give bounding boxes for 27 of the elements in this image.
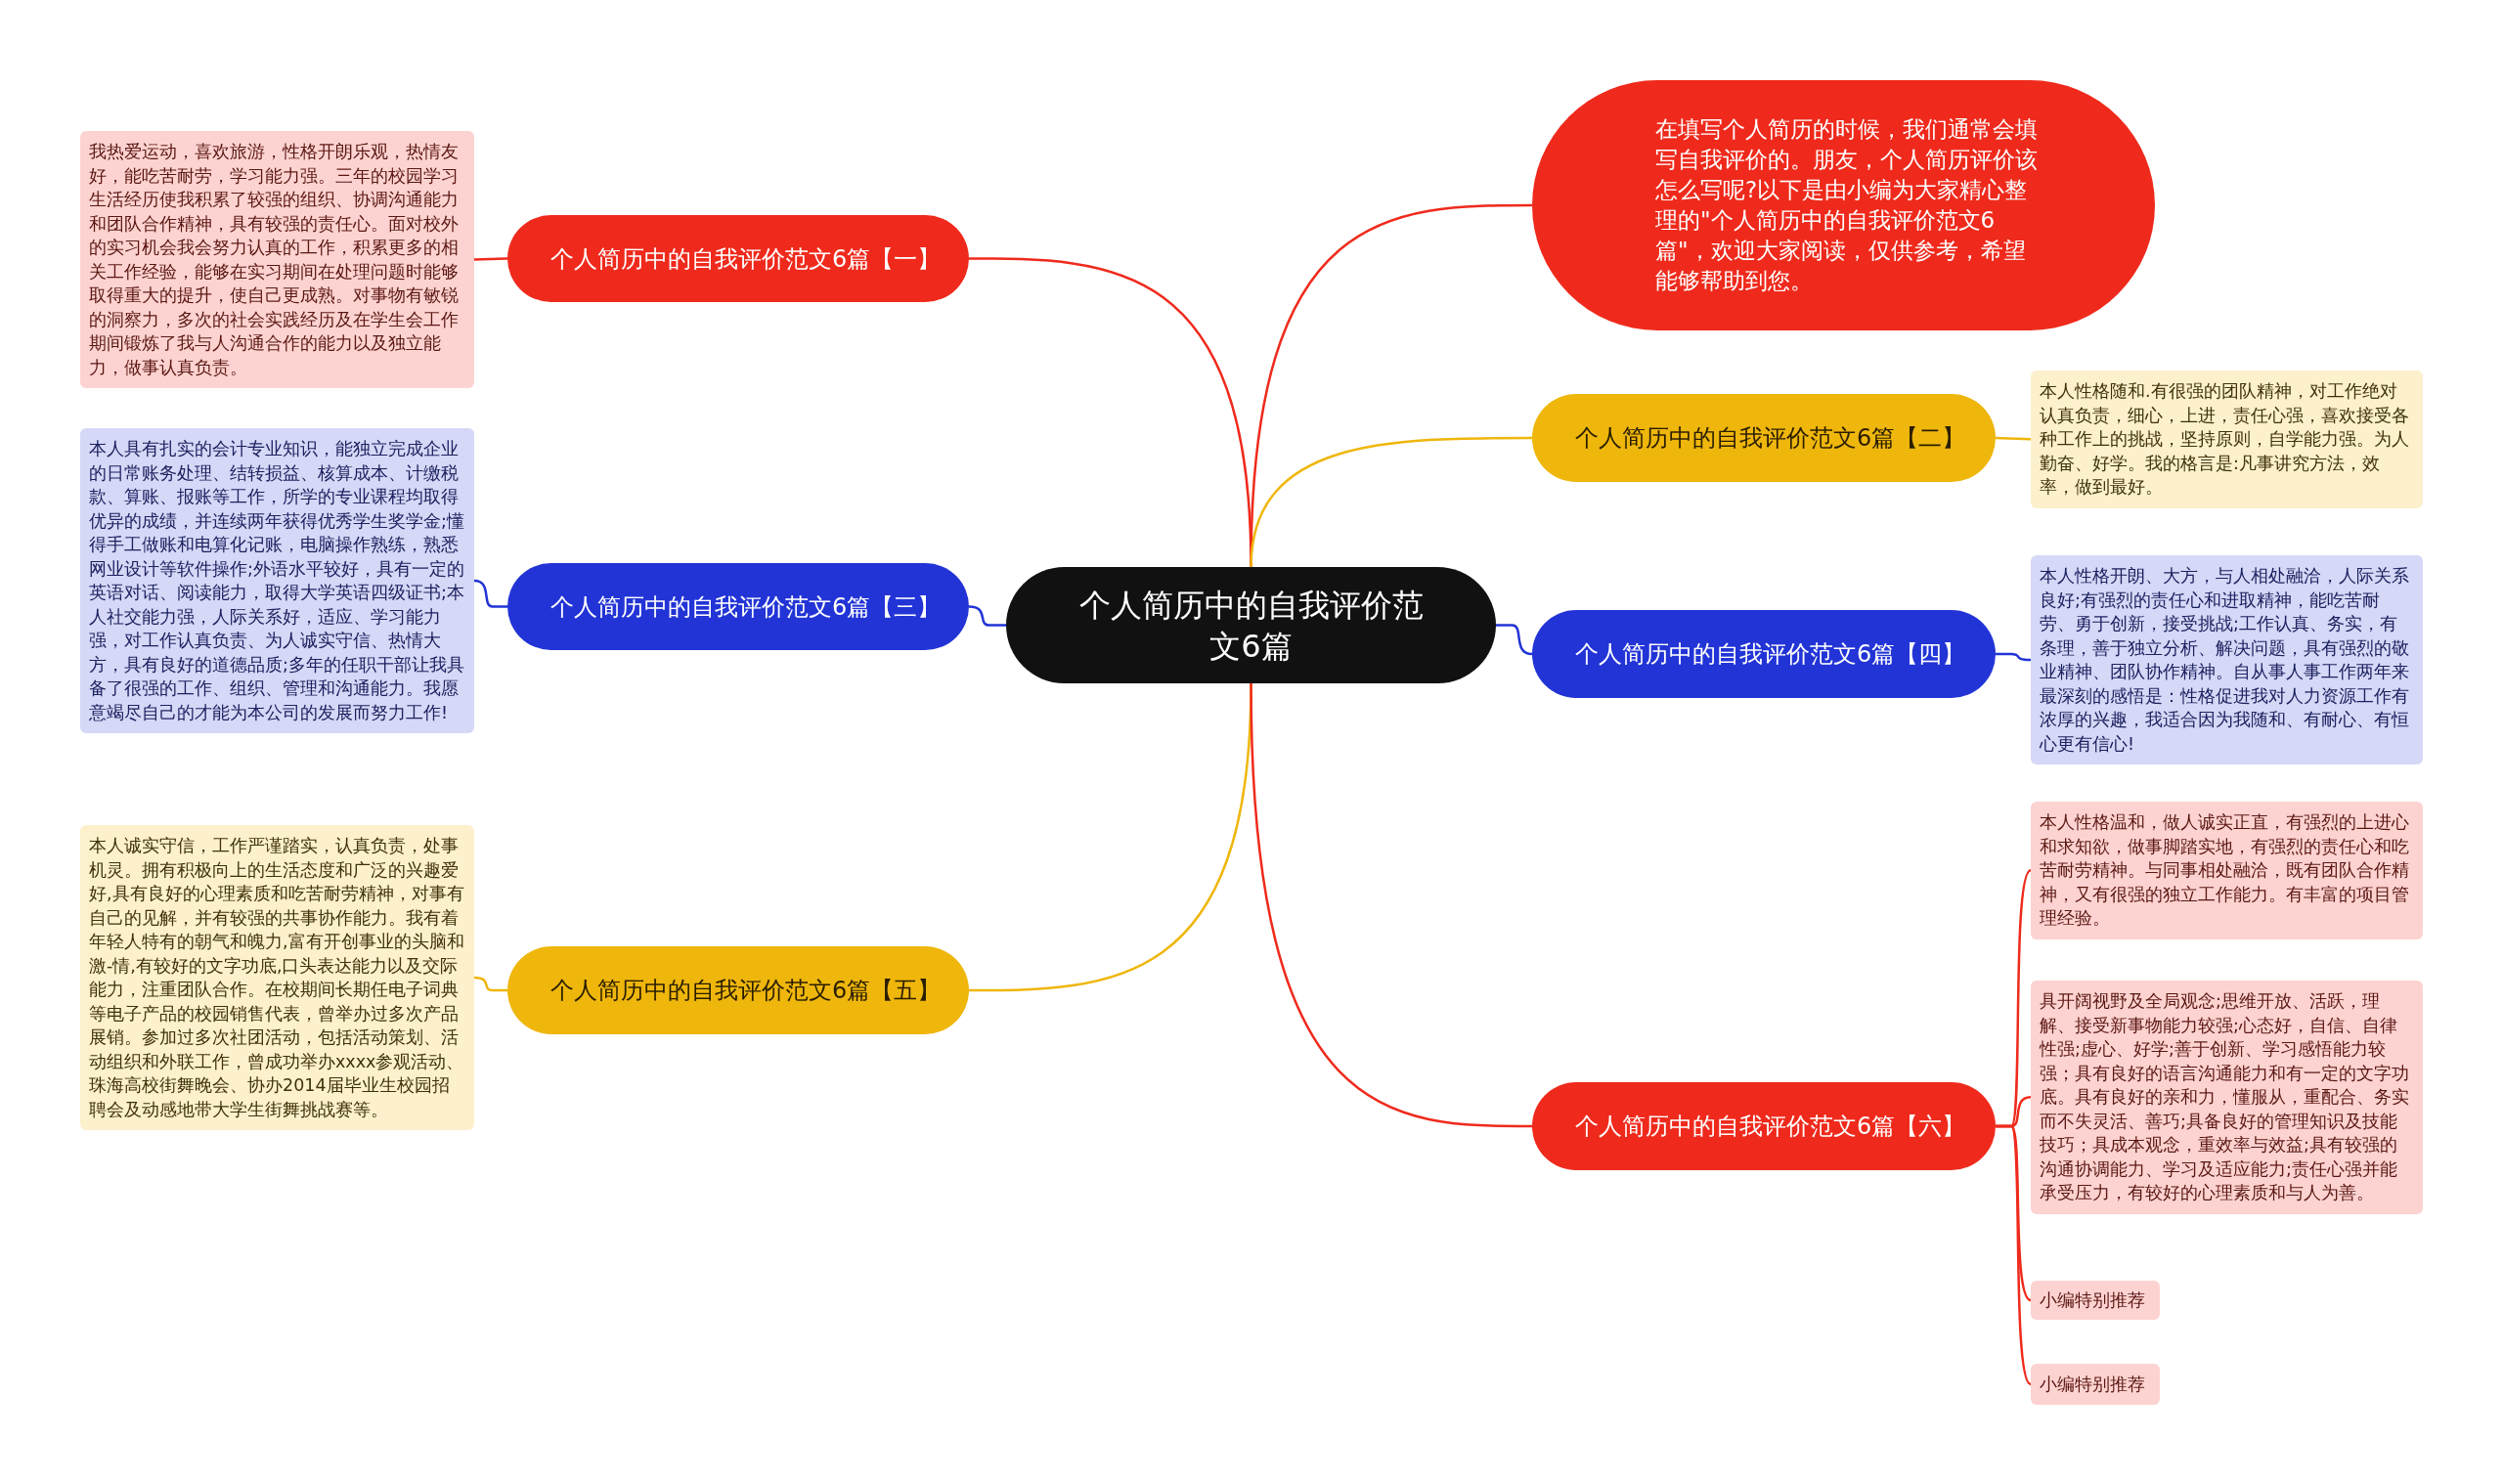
connector-line [473, 579, 507, 608]
note-card: 本人具有扎实的会计专业知识，能独立完成企业的日常账务处理、结转损益、核算成本、计缴税款、算账、报账等工作，所学的专业课程均取得优异的成绩，并连续两年获得优秀学生奖学金;懂得手工做账和电算化记账，电脑操作熟练，熟悉网业设计等软件操作;外语水平较好，具有一定的英语对话、阅读能力，取得大学英语四级证书;本人社交能力强，人际关系好，适应、学习能力强，对工作认真负责、为人诚实守信、热情大方，具有良好的道德品质;多年的任职干部让我具备了很强的工作、组织、管理和沟通能力。我愿意竭尽自己的才能为本公司的发展而努力工作! [80, 428, 474, 733]
connector-line [968, 605, 1006, 627]
branch-topic: 个人简历中的自我评价范文6篇【六】 [1532, 1082, 1996, 1170]
central-topic: 个人简历中的自我评价范文6篇 [1006, 567, 1496, 683]
intro-bubble: 在填写个人简历的时候，我们通常会填写自我评价的。朋友，个人简历评价该怎么写呢?以下是由小编为大家精心整理的"个人简历中的自我评价范文6篇"，欢迎大家阅读，仅供参考，希望能够帮助到您。 [1532, 80, 2155, 330]
note-card: 本人性格开朗、大方，与人相处融洽，人际关系良好;有强烈的责任心和进取精神，能吃苦耐劳、勇于创新，接受挑战;工作认真、务实，有条理，善于独立分析、解决问题，具有强烈的敬业精神、团队协作精神。自从事人事工作两年来最深刻的感悟是：性格促进我对人力资源工作有浓厚的兴趣，我适合因为我随和、有耐心、有恒心更有信心! [2031, 555, 2423, 764]
note-card: 具开阔视野及全局观念;思维开放、活跃，理解、接受新事物能力较强;心态好，自信、自律性强;虚心、好学;善于创新、学习感悟能力较强；具有良好的语言沟通能力和有一定的文字功底。具有良好的亲和力，懂服从，重配合、务实而不失灵活、善巧;具备良好的管理知识及技能技巧；具成本观念，重效率与效益;具有较强的沟通协调能力、学习及适应能力;责任心强并能承受压力，有较好的心理素质和与人为善。 [2031, 981, 2423, 1214]
branch-topic: 个人简历中的自我评价范文6篇【五】 [507, 946, 969, 1034]
connector-line [473, 257, 508, 261]
note-card: 本人诚实守信，工作严谨踏实，认真负责，处事机灵。拥有积极向上的生活态度和广泛的兴趣爱好,具有良好的心理素质和吃苦耐劳精神，对事有自己的见解，并有较强的共事协作能力。我有着年轻人特有的朝气和魄力,富有开创事业的头脑和激-情,有较好的文字功底,口头表达能力以及交际能力，注重团队合作。在校期间长期任电子词典等电子产品的校园销售代表，曾举办过多次产品展销。参加过多次社团活动，包括活动策划、活动组织和外联工作，曾成功举办xxxx参观活动、珠海高校街舞晚会、协办2014届毕业生校园招聘会及动感地带大学生街舞挑战赛等。 [80, 825, 474, 1130]
note-card: 本人性格温和，做人诚实正直，有强烈的上进心和求知欲，做事脚踏实地，有强烈的责任心和吃苦耐劳精神。与同事相处融洽，既有团队合作精神，又有很强的独立工作能力。有丰富的项目管理经验。 [2031, 802, 2423, 939]
connector-line [1996, 1124, 2032, 1385]
branch-topic: 个人简历中的自我评价范文6篇【三】 [507, 563, 969, 650]
connector-line [1995, 436, 2032, 441]
connector-line [1496, 624, 1533, 656]
note-card: 本人性格随和.有很强的团队精神，对工作绝对认真负责，细心，上进，责任心强，喜欢接受各种工作上的挑战，坚持原则，自学能力强。为人勤奋、好学。我的格言是:凡事讲究方法，效率，做到最好。 [2031, 371, 2423, 508]
note-card: 我热爱运动，喜欢旅游，性格开朗乐观，热情友好，能吃苦耐劳，学习能力强。三年的校园学习生活经历使我积累了较强的组织、协调沟通能力和团队合作精神，具有较强的责任心。面对校外的实习机会我会努力认真的工作，积累更多的相关工作经验，能够在实习期间在处理问题时能够取得重大的提升，使自己更成熟。对事物有敏锐的洞察力，多次的社会实践经历及在学生会工作期间锻炼了我与人沟通合作的能力以及独立能力，做事认真负责。 [80, 131, 474, 388]
connector-line [1996, 652, 2032, 662]
branch-topic: 个人简历中的自我评价范文6篇【一】 [507, 215, 969, 302]
connector-line [1250, 436, 1532, 568]
connector-line [1250, 682, 1532, 1128]
connector-line [473, 976, 507, 992]
note-card: 小编特别推荐 [2031, 1281, 2160, 1320]
note-card: 小编特别推荐 [2031, 1364, 2160, 1405]
branch-topic: 个人简历中的自我评价范文6篇【二】 [1532, 394, 1996, 482]
branch-topic: 个人简历中的自我评价范文6篇【四】 [1532, 610, 1996, 698]
